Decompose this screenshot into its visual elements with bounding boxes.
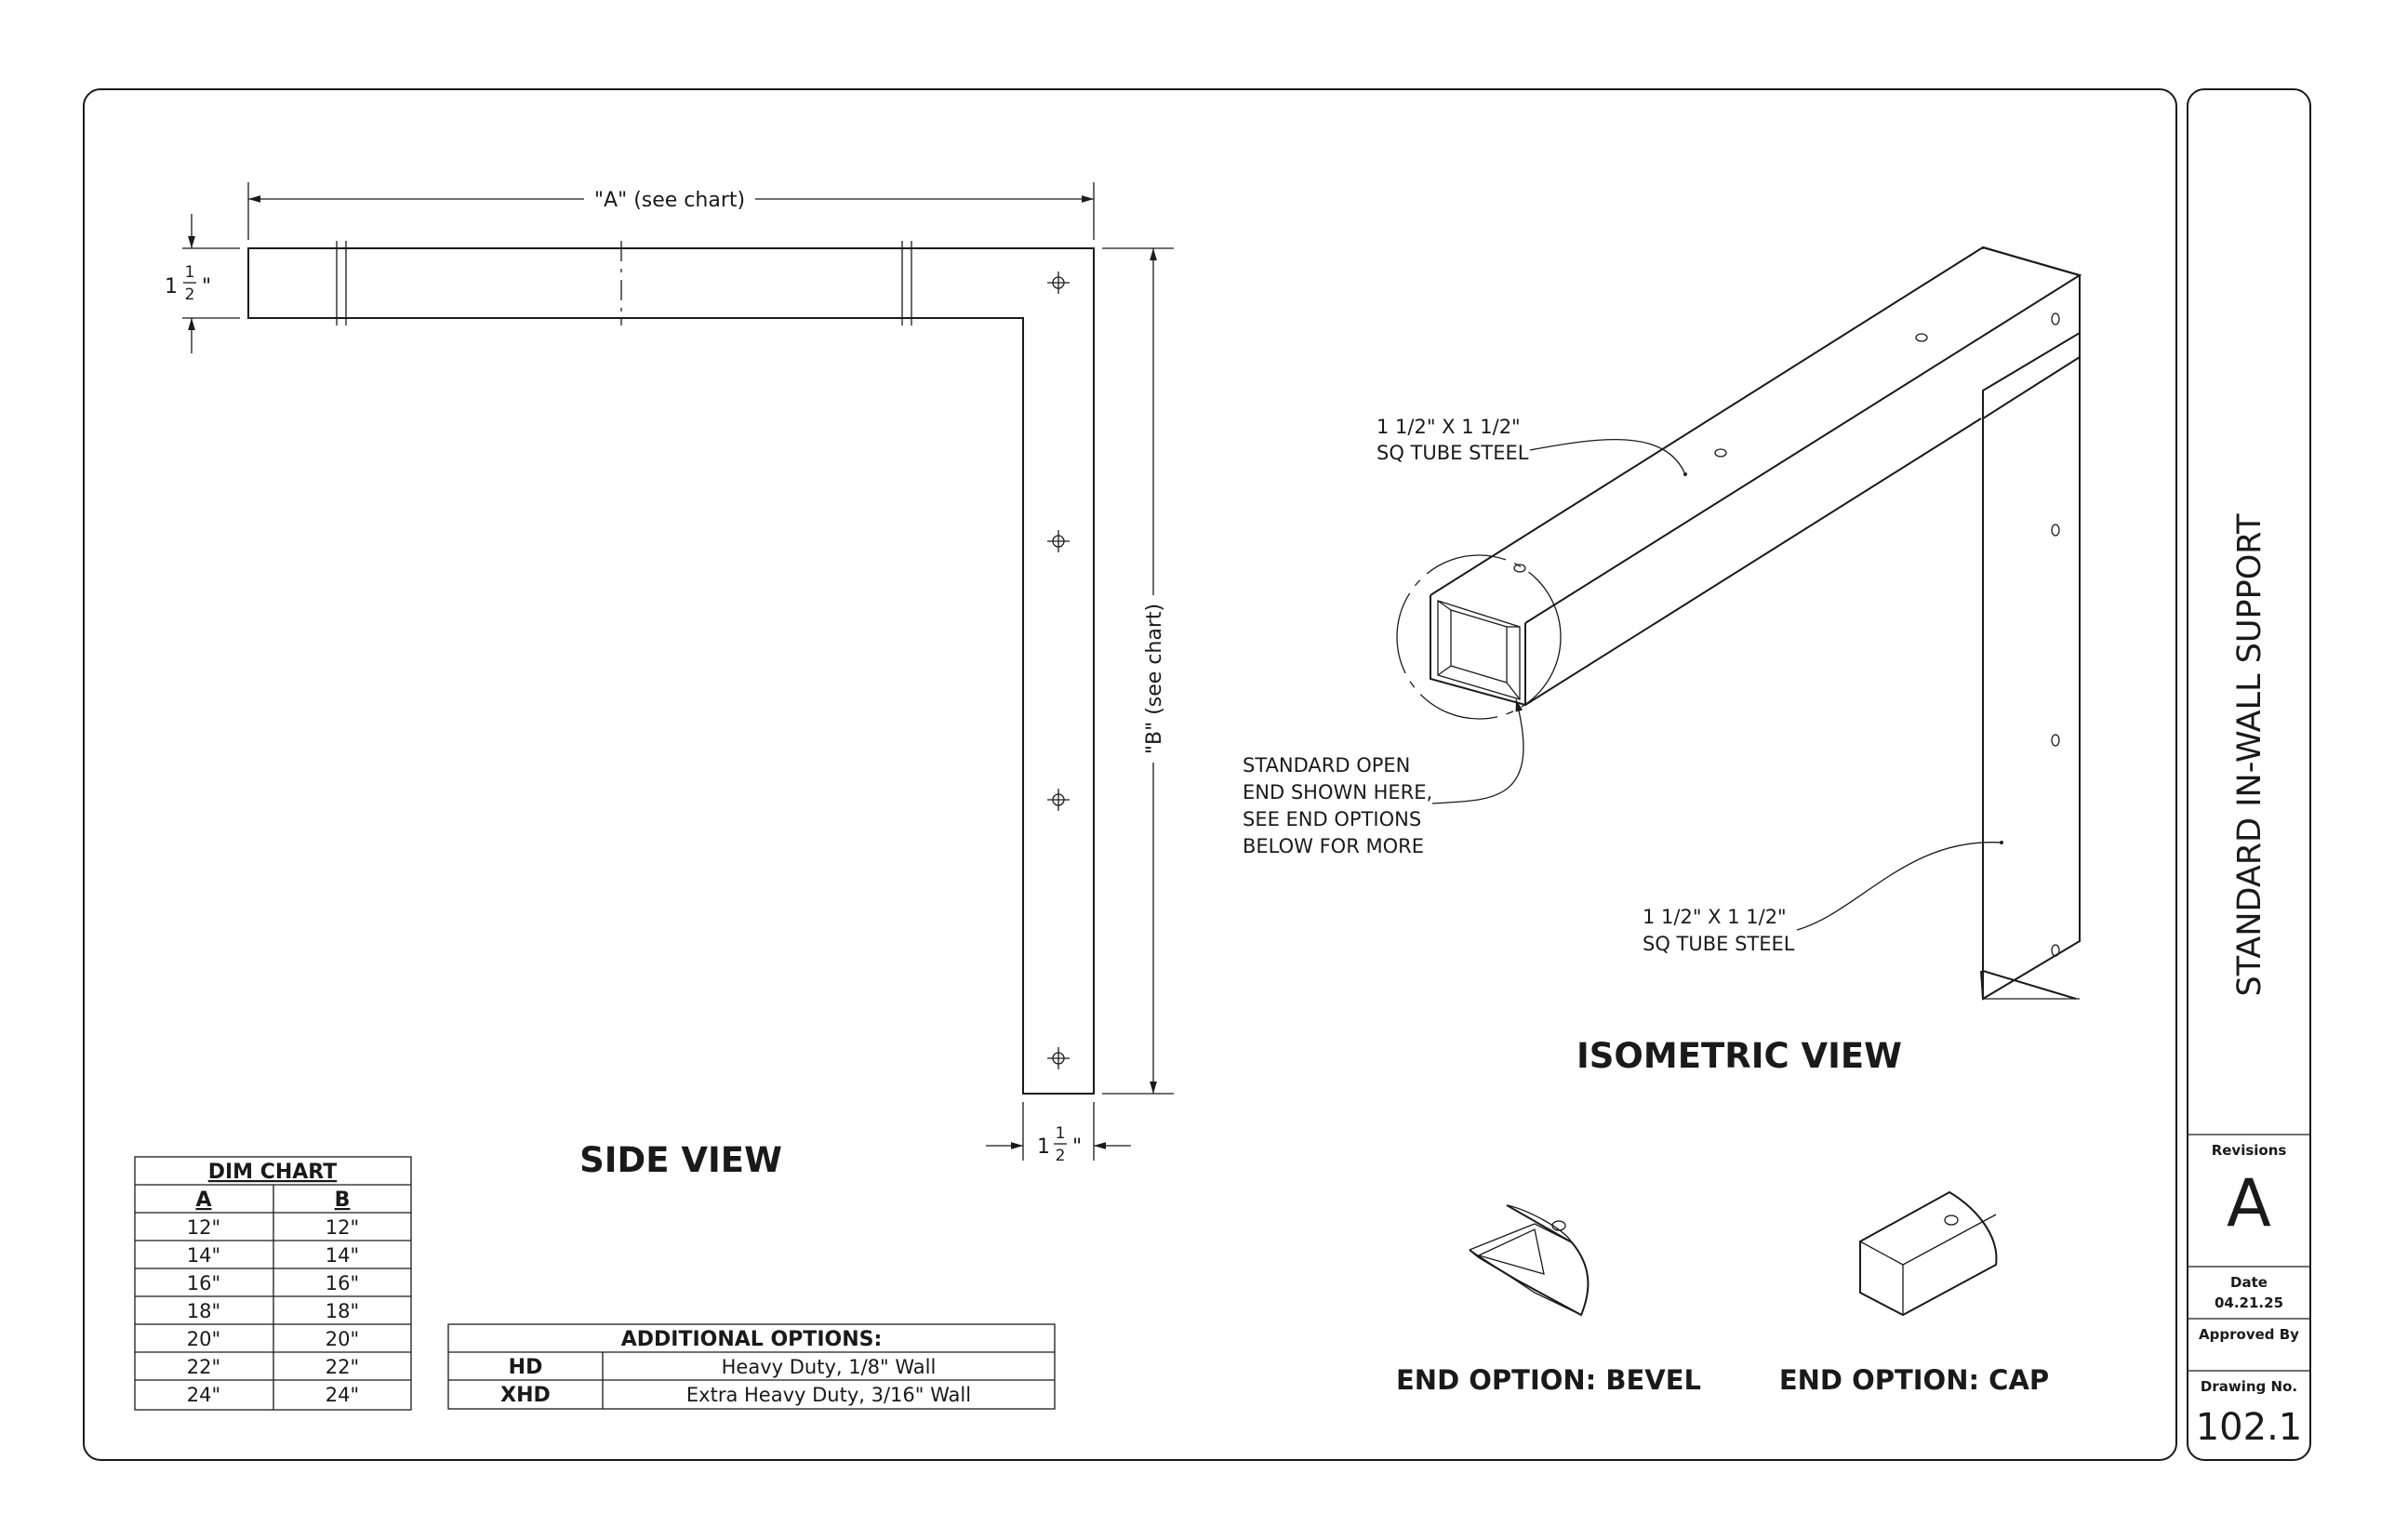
isometric-view-title: ISOMETRIC VIEW [1576,1036,1902,1076]
svg-text:1 1/2" X 1 1/2": 1 1/2" X 1 1/2" [1377,416,1521,438]
dim-chart-cell: 24" [187,1384,220,1406]
dim-thickness-bottom: 1 1 2 " [1037,1124,1082,1165]
side-view-drawing [182,182,1174,1161]
svg-text:": " [202,275,211,299]
dim-chart-cell: 20" [326,1328,359,1350]
dim-chart-cell: 14" [326,1244,359,1267]
additional-options-title: ADDITIONAL OPTIONS: [621,1328,883,1351]
dim-chart-cell: 20" [187,1328,220,1350]
callout-vertical-tube: 1 1/2" X 1 1/2" SQ TUBE STEEL [1643,906,1795,955]
svg-text:2: 2 [185,285,195,304]
end-option-cap-drawing [1859,1190,1998,1317]
drawing-no-label: Drawing No. [2201,1378,2297,1395]
svg-text:": " [1072,1135,1082,1159]
isometric-drawing [1396,246,2082,1001]
revision-value: A [2227,1165,2271,1241]
date-label: Date [2230,1274,2268,1291]
dim-chart-table: DIM CHART A B 12" 12" 14" 14" 16" 16" 18… [134,1156,412,1411]
svg-text:STANDARD OPEN: STANDARD OPEN [1243,754,1410,777]
dim-a-label: "A" (see chart) [594,189,745,212]
svg-text:2: 2 [1056,1147,1066,1165]
svg-text:1: 1 [165,275,178,299]
dim-chart-cell: 16" [326,1272,359,1294]
dim-chart-title: DIM CHART [208,1161,338,1184]
dim-chart-cell: 14" [187,1244,220,1267]
dim-thickness-left: 1 1 2 " [165,263,211,304]
callout-open-end: STANDARD OPEN END SHOWN HERE, SEE END OP… [1243,754,1432,857]
svg-text:1: 1 [1037,1135,1050,1159]
mounting-holes [1047,272,1070,1069]
additional-options-table: ADDITIONAL OPTIONS: HD Heavy Duty, 1/8" … [447,1323,1056,1410]
option-code: HD [509,1356,543,1379]
svg-text:SEE END OPTIONS: SEE END OPTIONS [1243,808,1421,830]
option-code: XHD [500,1384,551,1407]
svg-text:1: 1 [185,263,195,282]
dim-chart-cell: 22" [187,1356,220,1378]
dim-chart-header-b: B [335,1188,351,1212]
svg-text:END SHOWN HERE,: END SHOWN HERE, [1243,781,1432,803]
dim-b-label: "B" (see chart) [1143,604,1166,754]
svg-text:BELOW FOR MORE: BELOW FOR MORE [1243,835,1424,857]
date-value: 04.21.25 [2215,1294,2283,1311]
drawing-title: STANDARD IN-WALL SUPPORT [2231,513,2268,997]
title-block-border [2187,88,2311,1461]
side-view-title: SIDE VIEW [579,1140,782,1180]
main-border [83,88,2177,1461]
drawing-no-value: 102.1 [2196,1406,2303,1449]
option-desc: Heavy Duty, 1/8" Wall [722,1356,937,1378]
revisions-label: Revisions [2212,1142,2287,1159]
dim-chart-cell: 12" [326,1216,359,1239]
svg-text:1 1/2" X 1 1/2": 1 1/2" X 1 1/2" [1643,906,1787,928]
end-option-bevel-drawing [1469,1204,1590,1317]
end-option-bevel-label: END OPTION: BEVEL [1396,1364,1701,1396]
dim-chart-header-a: A [195,1188,211,1212]
dim-chart-cell: 18" [326,1300,359,1322]
dim-chart-cell: 22" [326,1356,359,1378]
end-option-cap-label: END OPTION: CAP [1779,1364,2049,1396]
title-block: STANDARD IN-WALL SUPPORT Revisions A Dat… [2188,513,2310,1449]
option-desc: Extra Heavy Duty, 3/16" Wall [686,1384,971,1406]
svg-text:1: 1 [1056,1124,1066,1143]
callout-top-tube: 1 1/2" X 1 1/2" SQ TUBE STEEL [1377,416,1529,464]
dim-chart-cell: 24" [326,1384,359,1406]
svg-text:SQ TUBE STEEL: SQ TUBE STEEL [1377,442,1529,464]
dim-chart-cell: 16" [187,1272,220,1294]
approved-label: Approved By [2199,1326,2299,1343]
dim-chart-cell: 12" [187,1216,220,1239]
svg-text:SQ TUBE STEEL: SQ TUBE STEEL [1643,933,1795,955]
dim-chart-cell: 18" [187,1300,220,1322]
